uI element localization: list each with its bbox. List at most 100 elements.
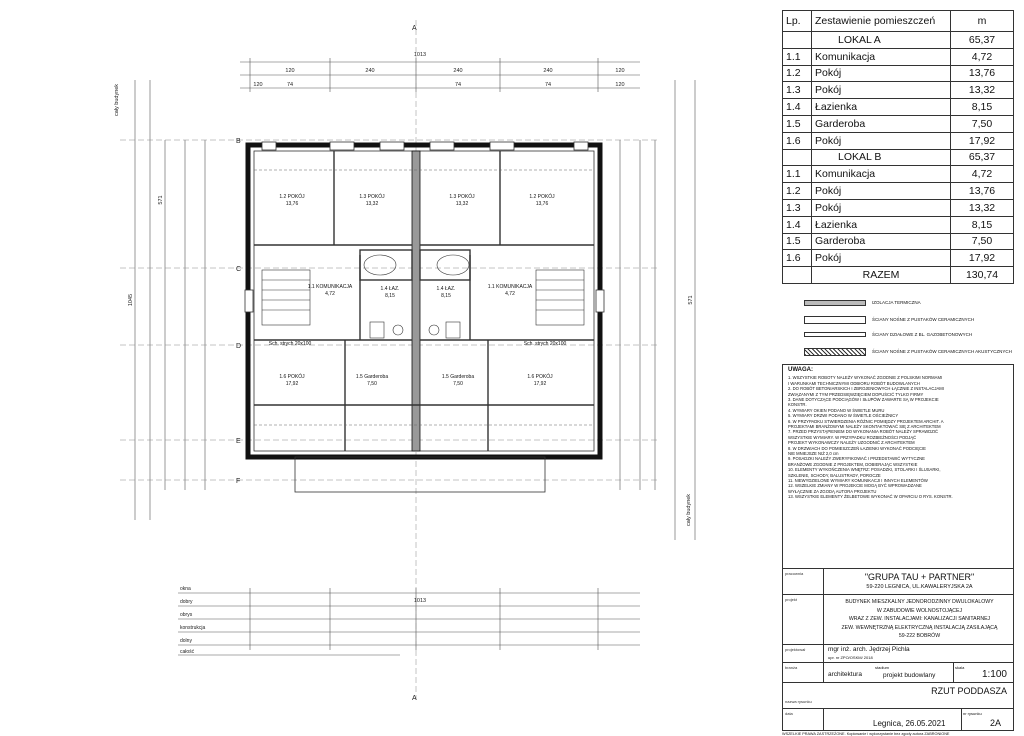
col-header-lp: Lp. [782,10,812,32]
project-line: W ZABUDOWIE WOLNOSTOJĄCEJ [876,607,963,614]
titleblock-label: branża [785,664,798,670]
axis-row-label: B [236,138,241,145]
top-dim: 74 [287,82,293,88]
axis-row-label: D [236,343,241,350]
bottom-dim-label: okna [180,586,191,592]
sheet-label: nr rysunku [963,710,982,716]
note-line: KONSTR. [788,402,807,408]
titleblock-label: nazwa rysunku [785,698,812,704]
axis-label-top: A [412,25,417,32]
titleblock-label: data [785,710,793,716]
note-line: WYŁĄCZNIE ZA ZGODĄ AUTORA PROJEKTU [788,488,877,494]
date-value: Legnica, 26.05.2021 [873,718,946,728]
room-label: 1.2 POKÓJ [279,193,305,200]
note-line: PROJEKT WYKONAWCZY NALEŻY UZGODNIĆ Z ARC… [788,440,915,446]
dimension-lines [134,61,696,656]
note-line: 6. W PRZYPADKU STWIERDZENIA RÓŻNIC POMIĘ… [788,418,944,424]
top-dim: 120 [615,68,624,74]
titleblock-label: projekt [785,596,798,602]
axis-row-label: C [236,266,241,273]
note-line: SZKLENIE, SCHODY, BALUSTRADY, POROCZE [788,472,881,478]
room-label: 1.4 ŁAZ. [437,286,456,292]
note-line: 3. DANE DOTYCZĄCE PODCIĄGÓW I SŁUPÓW ZAW… [788,396,939,402]
room-label: 1.3 POKÓJ [449,193,475,200]
bottom-dim-label: całość [180,649,195,655]
legend-swatch [804,315,866,324]
side-label: cały budynek [114,84,120,116]
note-line: 12. WSZELKIE ZMIANY W PROJEKCIE MOGĄ BYĆ… [788,483,922,489]
room-label: 1.1 KOMUNIKACJA [488,284,533,290]
top-dim: 120 [253,82,262,88]
note-line: 13. WSZYSTKIE ELEMENTY ŻELBETOWE WYKONAĆ… [788,494,953,500]
room-area: 13,76 [286,201,299,207]
bottom-dim-label: obrys [180,612,193,618]
top-dim: 74 [545,82,551,88]
side-dim: 1045 [128,294,134,306]
top-dim: 120 [285,68,294,74]
room-area: 4,72 [325,291,335,297]
room-label: 1.3 POKÓJ [359,193,385,200]
top-dim: 240 [365,68,374,74]
room-area: 13,32 [456,201,469,207]
titleblock-office: pracownia "GRUPA TAU + PARTNER" 59-220 L… [782,568,1014,595]
stair-label: Sch. strych 20x100 [269,341,312,347]
note-line: NIE MNIEJSZE NIŻ 2,0 cm [788,451,839,457]
room-area: 7,50 [453,381,463,387]
legend-label: ŚCIANY DZIAŁOWE Z BL. GAZOBETONOWYCH [872,331,973,337]
side-panel: Lp. Zestawienie pomieszczeń m LOKAL A 65… [782,10,1014,736]
axis-row-label: E [236,438,241,445]
axis-row-label: F [236,478,240,485]
bottom-dim-label: dobry [180,599,193,605]
room-area: 13,76 [536,201,549,207]
side-label: cały budynek [686,494,692,526]
section-total: 65,37 [950,31,1014,49]
titleblock-drawing: nazwa rysunku RZUT PODDASZA [782,682,1014,709]
note-line: 4. WYMIARY OKIEN PODANO W ŚWIETLE MURU [788,407,885,413]
note-line: ZWIĄZANYMI Z TYM PRZEDSIĘWZIĘCIEM DOPUŚC… [788,391,924,397]
room-area: 8,15 [441,293,451,299]
note-line: BRANŻOWE ZGODNIE Z PROJEKTEM, DOBIERAJĄC… [788,461,918,467]
section-total: 65,37 [950,148,1014,167]
drawing-name: RZUT PODDASZA [931,685,1007,696]
titleblock-date: data Legnica, 26.05.2021 nr rysunku 2A [782,708,1014,731]
stage-value: projekt budowlany [883,671,936,679]
section-title: LOKAL B [811,148,951,167]
designer-permit: upr. nr ZPO/OSKM/ 2018 [828,654,873,660]
side-dim: 571 [688,295,694,304]
notes-title: UWAGA: [788,366,813,373]
note-line: 8. W DRZWIACH DO POMIESZCZEŃ ŁAZIENKI WY… [788,445,926,451]
col-header-unit: m [950,10,1014,32]
room-label: 1.5 Garderoba [356,374,388,380]
legend-swatch [804,347,866,356]
legend-swatch [804,331,866,337]
room-label: 1.6 POKÓJ [279,373,305,380]
room-area: 8,15 [385,293,395,299]
note-line: 11. NIEWYDZIELONE WYMIARY KOMUNIKACJI I … [788,478,928,484]
top-dim-overall: 1013 [414,52,426,58]
titleblock-project: projekt BUDYNEK MIESZKALNY JEDNORODZINNY… [782,594,1014,645]
bottom-dim-label: konstrukcja [180,625,206,631]
titleblock-label: projektował [785,646,806,652]
room-area: 4,72 [505,291,515,297]
outer-walls [245,142,603,460]
scale-value: 1:100 [981,668,1007,680]
balcony [294,456,546,493]
note-line: 9. POSADZKI NALEŻY ZWERYFIKOWAĆ I PRZEDS… [788,456,925,462]
room-label: 1.2 POKÓJ [529,193,555,200]
interior-walls [254,151,594,451]
bath-fixtures [363,254,470,339]
project-line: BUDYNEK MIESZKALNY JEDNORODZINNY DWULOKA… [845,598,994,605]
branch-value: architektura [828,670,862,678]
designer-name: mgr inż. arch. Jędrzej Pichla [828,645,910,653]
axis-label-bottom: A [412,695,417,702]
footer-note: WSZELKIE PRAWA ZASTRZEŻONE. Kopiowanie i… [782,731,950,736]
project-line: 59-222 BOBRÓW [898,633,941,640]
party-wall [411,150,421,452]
